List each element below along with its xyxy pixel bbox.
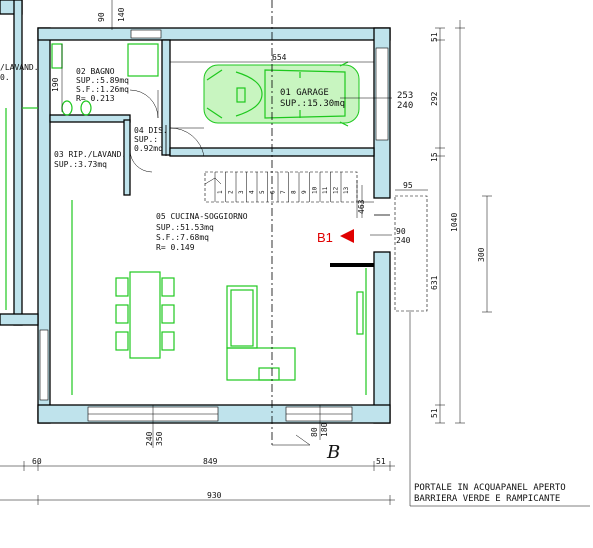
wall-top: [37, 27, 391, 41]
stair-step-number: 3: [238, 190, 245, 194]
dim-right-51-bottom: 51: [430, 408, 439, 418]
stair-step-number: 4: [249, 190, 256, 194]
dim-right-51-top: 51: [430, 32, 439, 42]
dim-right-1040: 1040: [450, 213, 459, 232]
garage-name: 01 GARAGE: [280, 88, 329, 98]
wall-right-lower: [373, 251, 391, 424]
dim-garage-253: 253: [397, 91, 413, 101]
stair-step-number: 10: [312, 186, 319, 194]
stair-step-number: 2: [228, 190, 235, 194]
stair-step-number: 13: [343, 186, 350, 194]
dim-bottom-80: 80: [310, 427, 319, 437]
note-line-1: PORTALE IN ACQUAPANEL APERTO: [414, 483, 566, 493]
dim-stair-463: 463: [357, 199, 366, 214]
dim-right-15: 15: [430, 152, 439, 162]
dim-right-300: 300: [477, 247, 486, 262]
dim-window-240: 240: [396, 236, 411, 245]
dim-bottom-849: 849: [203, 457, 218, 466]
room-labels: 01 GARAGE SUP.:15.30mq 02 BAGNO SUP.:5.8…: [0, 63, 345, 252]
stair-step-number: 6: [270, 190, 277, 194]
b1-marker: B1: [317, 229, 354, 245]
stair-step-number: 8: [291, 190, 298, 194]
doors: [129, 89, 390, 267]
cucina-area: SUP.:51.53mq: [156, 223, 214, 232]
note-portale: PORTALE IN ACQUAPANEL APERTO BARRIERA VE…: [409, 310, 590, 507]
wall-rip-right: [123, 119, 131, 196]
dim-bottom-240: 240: [145, 431, 154, 446]
dis-area: 0.92mq: [134, 144, 163, 153]
dim-right-631: 631: [430, 275, 439, 290]
stair-step-number: 1: [217, 190, 224, 194]
dim-bottom-180: 180: [320, 422, 329, 437]
dim-bagno-190: 190: [51, 77, 60, 92]
dining-table: [115, 271, 175, 359]
dis-area-label: SUP.:: [134, 135, 158, 144]
dim-window-95: 95: [403, 181, 413, 190]
stair-step-number: 11: [322, 186, 329, 194]
note-line-2: BARRIERA VERDE E RAMPICANTE: [414, 494, 560, 504]
dis-name: 04 DIS.: [134, 126, 168, 135]
rip-name: 03 RIP./LAVAND.: [54, 150, 126, 159]
b1-arrow-icon: [340, 229, 354, 243]
dim-bottom-350: 350: [155, 431, 164, 446]
sofa: [226, 285, 296, 381]
dim-window-90: 90: [396, 227, 406, 236]
stair-step-number: 12: [333, 186, 340, 194]
cucina-sf: S.F.:7.68mq: [156, 233, 209, 242]
green-lines: [5, 107, 367, 395]
dim-right-292: 292: [430, 91, 439, 106]
bagno-area: SUP.:5.89mq: [76, 76, 129, 85]
b1-label: B1: [317, 230, 333, 245]
cucina-ratio: R= 0.149: [156, 243, 195, 252]
dim-garage-240: 240: [397, 101, 413, 111]
dim-garage-654: 654: [272, 53, 287, 62]
left-unit-area: 0.: [0, 73, 10, 82]
bagno-ratio: R= 0.213: [76, 94, 115, 103]
cucina-name: 05 CUCINA-SOGGIORNO: [156, 212, 248, 221]
dim-bottom-930: 930: [207, 491, 222, 500]
section-label-b: B: [326, 442, 340, 463]
bagno-sf: S.F.:1.26mq: [76, 85, 129, 94]
section-line: B: [271, 0, 340, 463]
dim-top-140: 140: [117, 7, 126, 22]
rip-area: SUP.:3.73mq: [54, 160, 107, 169]
garage-area: SUP.:15.30mq: [280, 99, 345, 109]
wall-bagno-bottom: [49, 114, 131, 123]
wall-adjacent-bottom: [0, 313, 39, 326]
stair-step-number: 5: [259, 190, 266, 194]
stair-step-number: 7: [280, 190, 287, 194]
dimensions: 90 140 654 253 240 190 51 292 15 631 51 …: [0, 0, 492, 505]
dim-bottom-60: 60: [32, 457, 42, 466]
wall-adjacent-right: [13, 0, 23, 326]
dim-bottom-51: 51: [376, 457, 386, 466]
bagno-name: 02 BAGNO: [76, 67, 115, 76]
bagno-fixtures: [51, 43, 159, 116]
dim-top-90: 90: [97, 12, 106, 22]
stair-step-number: 9: [301, 190, 308, 194]
car: [203, 61, 360, 127]
left-unit-name: /LAVAND.: [0, 63, 39, 72]
